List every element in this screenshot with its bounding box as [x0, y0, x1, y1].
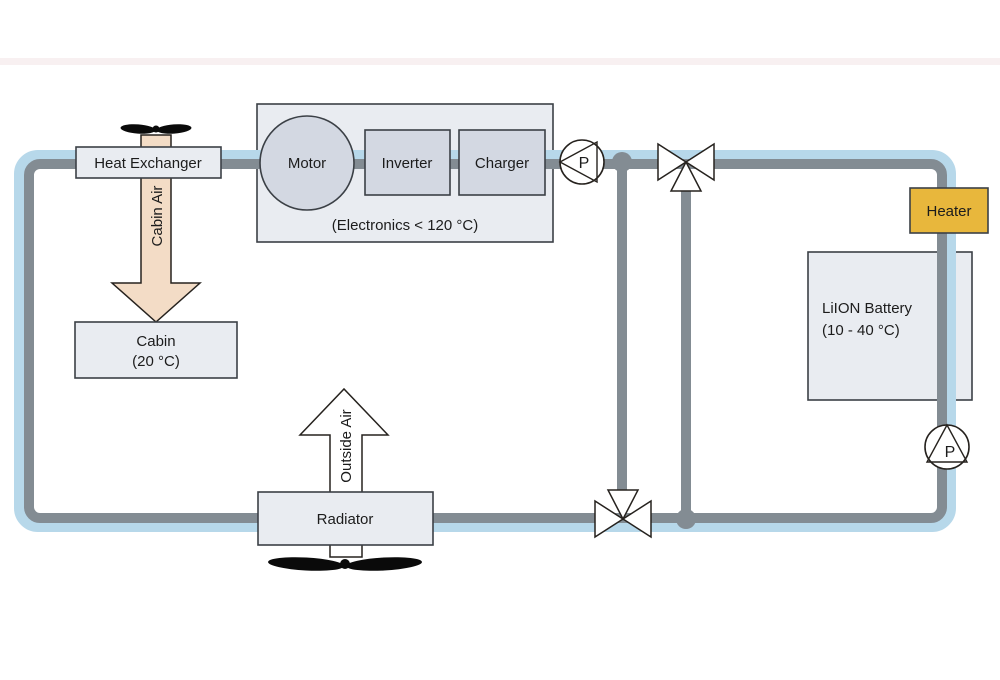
- electronics-note-label: (Electronics < 120 °C): [332, 217, 478, 234]
- heater-box: [909, 187, 989, 234]
- pipe-junction-top: [612, 152, 632, 172]
- pipe-junction-bottom: [676, 509, 696, 529]
- charger-box: [458, 129, 546, 196]
- radiator-label: Radiator: [317, 511, 374, 528]
- heater-label: Heater: [926, 203, 971, 220]
- three-way-valve-bottom-icon: [594, 489, 652, 539]
- pump-top-icon: [558, 139, 605, 185]
- cabin-temp-label: (20 °C): [132, 353, 180, 370]
- cabin-air-label: Cabin Air: [149, 186, 166, 247]
- inverter-box: [364, 129, 451, 196]
- pump-right-label: P: [945, 444, 956, 461]
- pump-top-label: P: [579, 155, 590, 172]
- heat-exchanger-box: [75, 146, 222, 179]
- motor-circle: [259, 115, 355, 211]
- inverter-label: Inverter: [382, 155, 433, 172]
- pump-right-icon: [924, 423, 970, 470]
- cabin-label: Cabin: [136, 333, 175, 350]
- motor-label: Motor: [288, 155, 326, 172]
- page-divider-band: [0, 58, 1000, 65]
- heat-exchanger-label: Heat Exchanger: [94, 155, 202, 172]
- battery-temp-label: (10 - 40 °C): [822, 322, 900, 339]
- radiator-box: [257, 491, 434, 546]
- battery-name-label: LiION Battery: [822, 300, 913, 317]
- radiator-fan-icon: [268, 557, 422, 571]
- three-way-valve-top-icon: [657, 142, 715, 192]
- charger-label: Charger: [475, 155, 529, 172]
- cabin-box: [74, 321, 238, 379]
- heat-exchanger-fan-icon: [120, 124, 192, 134]
- outside-air-label: Outside Air: [338, 409, 355, 482]
